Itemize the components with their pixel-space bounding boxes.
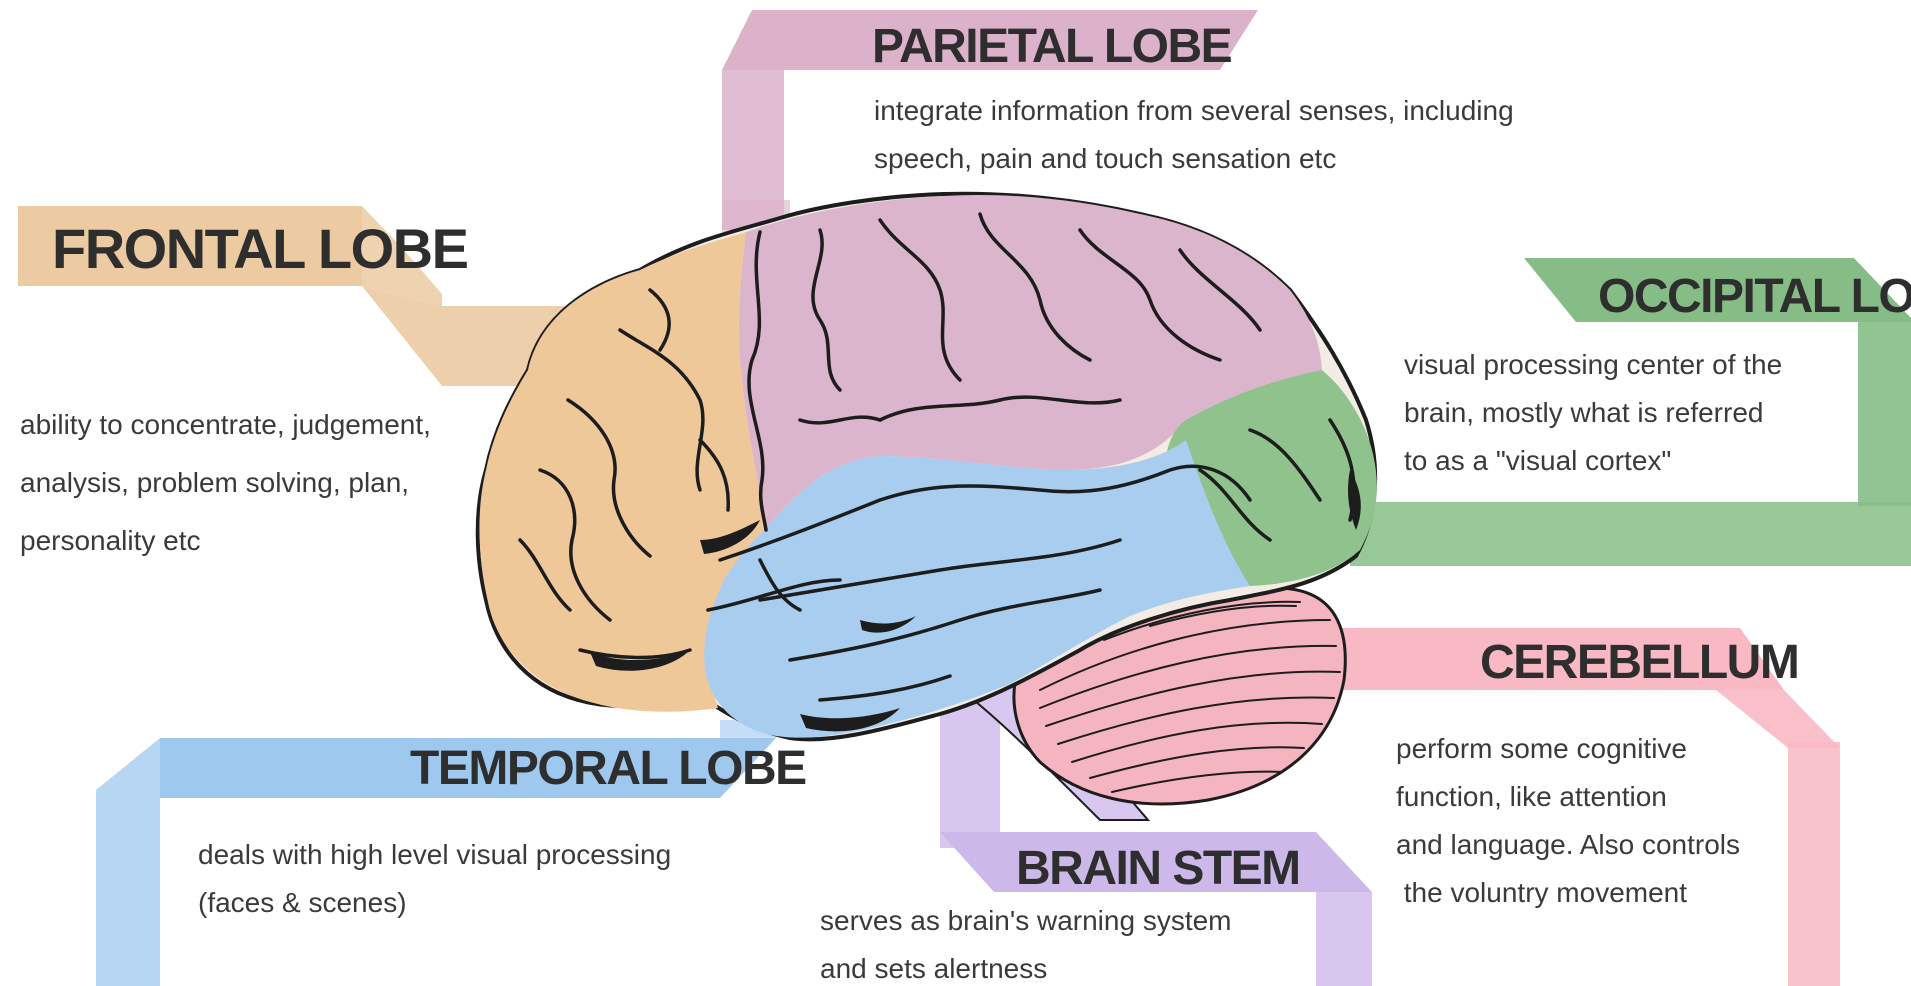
brain-illustration <box>478 194 1377 820</box>
frontal-lobe-desc-line: personality etc <box>20 525 201 556</box>
cerebellum-desc-line: function, like attention <box>1396 781 1667 812</box>
frontal-lobe-desc-line: analysis, problem solving, plan, <box>20 467 409 498</box>
temporal-lobe-desc-line: (faces & scenes) <box>198 887 407 918</box>
occipital-lobe-title: OCCIPITAL LOBE <box>1598 270 1911 323</box>
parietal-lobe-desc-line: integrate information from several sense… <box>874 95 1514 126</box>
brain-stem-title: BRAIN STEM <box>1016 842 1300 895</box>
occipital-lobe-desc-line: brain, mostly what is referred <box>1404 397 1763 428</box>
frontal-lobe-title: FRONTAL LOBE <box>52 217 468 280</box>
temporal-lobe-title: TEMPORAL LOBE <box>410 742 806 795</box>
cerebellum-desc-line: the voluntry movement <box>1396 877 1687 908</box>
occipital-lobe-desc-line: visual processing center of the <box>1404 349 1782 380</box>
cerebellum-desc-line: and language. Also controls <box>1396 829 1740 860</box>
brain-stem-desc-line: and sets alertness <box>820 953 1047 984</box>
temporal-lobe-desc-line: deals with high level visual processing <box>198 839 671 870</box>
brain-stem-desc-line: serves as brain's warning system <box>820 905 1232 936</box>
parietal-lobe-title: PARIETAL LOBE <box>872 20 1232 73</box>
occipital-lobe-desc-line: to as a "visual cortex" <box>1404 445 1671 476</box>
cerebellum-desc-line: perform some cognitive <box>1396 733 1687 764</box>
cerebellum-title: CEREBELLUM <box>1480 636 1798 689</box>
frontal-lobe-desc-line: ability to concentrate, judgement, <box>20 409 431 440</box>
parietal-lobe-desc-line: speech, pain and touch sensation etc <box>874 143 1336 174</box>
